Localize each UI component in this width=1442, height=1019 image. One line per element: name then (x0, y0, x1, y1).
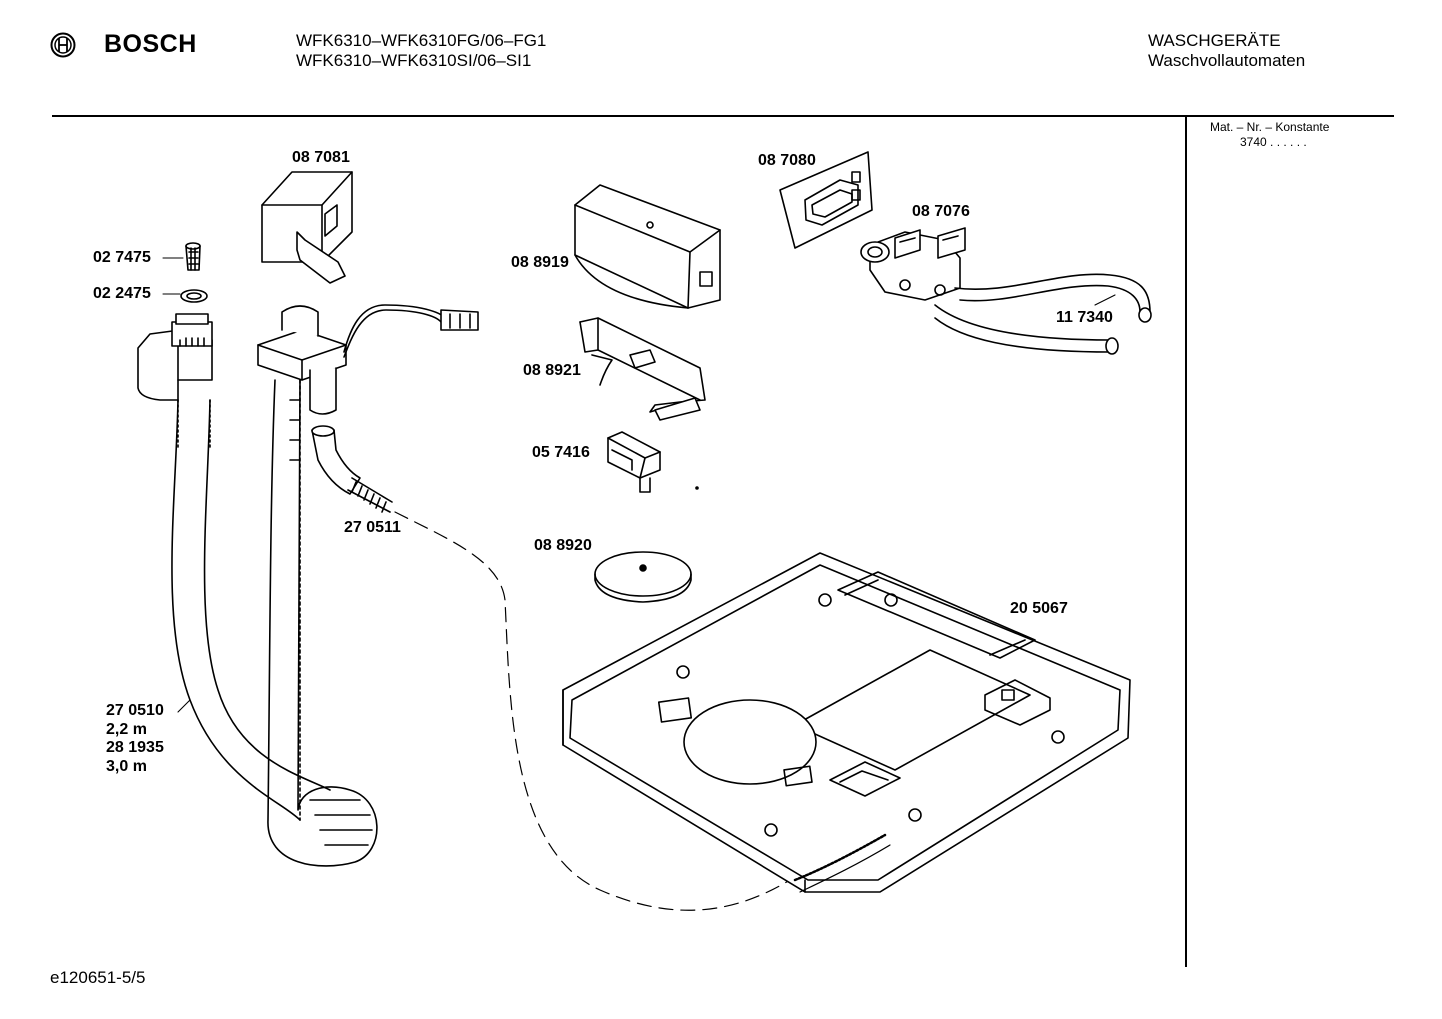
label-087076: 08 7076 (912, 203, 970, 220)
mat-nr-value: 3740 . . . . . . (1240, 135, 1307, 149)
label-088920: 08 8920 (534, 537, 592, 554)
bosch-logo-icon (50, 32, 76, 58)
part-022475-washer (180, 289, 208, 303)
label-270511: 27 0511 (344, 519, 401, 536)
model-line-2: WFK6310–WFK6310SI/06–SI1 (296, 51, 532, 70)
exploded-parts-diagram (137, 151, 1152, 911)
drain-hose-holder (257, 304, 479, 415)
label-hose-part-2: 28 1935 (106, 739, 164, 756)
drain-route-dashed (394, 511, 791, 911)
part-087081-bracket (261, 171, 353, 284)
label-hose-length-2: 3,0 m (106, 758, 147, 775)
label-205067: 20 5067 (1010, 600, 1068, 617)
document-id: e120651-5/5 (50, 968, 146, 987)
inlet-hose-connector (137, 313, 213, 401)
label-087080: 08 7080 (758, 152, 816, 169)
mat-nr-label: Mat. – Nr. – Konstante (1210, 120, 1330, 134)
sidebar-divider (1185, 117, 1187, 967)
part-205067-base-plate (562, 552, 1131, 893)
drain-hose (267, 379, 378, 867)
label-022475: 02 2475 (93, 285, 151, 302)
label-hose-part: 27 0510 (106, 702, 164, 719)
part-087076-valve (860, 227, 966, 301)
part-270511-elbow (311, 425, 393, 513)
label-088921: 08 8921 (523, 362, 581, 379)
label-117340: 11 7340 (1056, 309, 1113, 326)
brand-name: BOSCH (104, 30, 197, 58)
part-088920-disc (594, 551, 692, 603)
part-027475-filter (185, 242, 201, 271)
category-title: WASCHGERÄTE (1148, 31, 1281, 50)
part-088921-bracket (579, 317, 706, 421)
model-line-1: WFK6310–WFK6310FG/06–FG1 (296, 31, 547, 50)
label-087081: 08 7081 (292, 149, 350, 166)
part-057416-switch (607, 431, 661, 493)
inlet-hose-270510 (171, 399, 331, 821)
part-088919-cover (574, 184, 721, 309)
label-057416: 05 7416 (532, 444, 590, 461)
category-subtitle: Waschvollautomaten (1148, 51, 1306, 70)
label-027475: 02 7475 (93, 249, 151, 266)
header-divider (52, 115, 1394, 117)
label-088919: 08 8919 (511, 254, 569, 271)
part-117340-hoses (934, 273, 1152, 355)
part-087080-gasket (779, 151, 873, 249)
label-hose-length-1: 2,2 m (106, 721, 147, 738)
